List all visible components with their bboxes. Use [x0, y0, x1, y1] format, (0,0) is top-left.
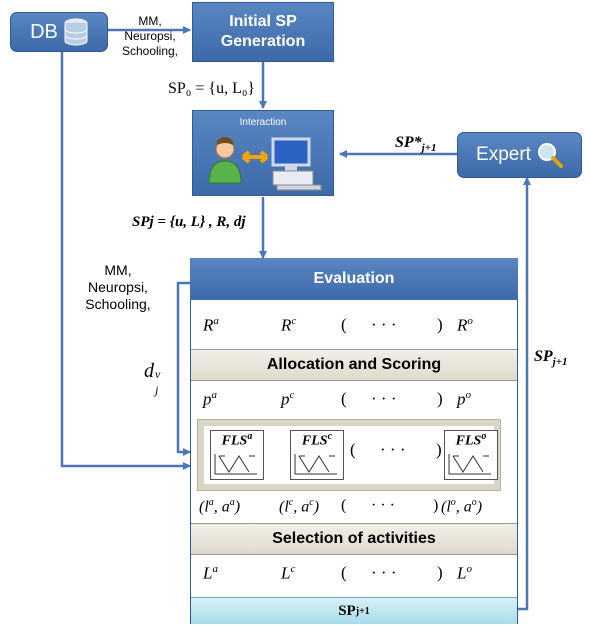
expert-label: Expert: [476, 144, 531, 165]
fls-c-box: FLSc: [290, 430, 344, 480]
la-row: (la, aa) (lc, ac) ( · · · ) (lo, ao): [199, 497, 483, 516]
database-icon: [64, 18, 88, 46]
arrow-dvj: [176, 281, 196, 456]
evaluation-header: Evaluation: [190, 258, 518, 300]
selection-band: Selection of activities: [191, 523, 517, 555]
sp-star-label: SP*j+1: [395, 134, 437, 155]
db-box: DB: [10, 12, 108, 52]
magnifier-icon: [537, 143, 563, 168]
interaction-label: Interaction: [239, 117, 287, 128]
p-row: pa pc ( · · · ) po: [203, 389, 471, 409]
allocation-band: Allocation and Scoring: [191, 349, 517, 381]
fls-o-box: FLSo: [444, 430, 498, 480]
evaluation-panel: Evaluation Ra Rc ( · · · ) Ro Allocation…: [190, 258, 518, 624]
dvj-label: d v j: [144, 360, 161, 397]
spj-label: SPj = {u, L} , R, dj: [132, 214, 246, 230]
inputs-left-label: MM, Neuropsi, Schooling,: [85, 262, 151, 312]
sp-next-right-label: SPj+1: [534, 348, 568, 369]
db-label: DB: [30, 20, 58, 43]
l-row: La Lc ( · · · ) Lo: [203, 563, 472, 583]
sp0-label: SP₀ = {u, L₀}: [168, 80, 256, 97]
expert-box: Expert: [457, 132, 582, 178]
user-computer-icon: [208, 137, 322, 191]
inputs-top-label: MM, Neuropsi, Schooling,: [121, 14, 179, 58]
r-row: Ra Rc ( · · · ) Ro: [203, 315, 473, 335]
arrow-db-to-fls: [60, 50, 191, 470]
fls-band: FLSa FLSc ( · · · ) FLSo: [197, 419, 501, 491]
arrow-sp-to-expert: [518, 177, 531, 611]
initial-sp-box: Initial SP Generation: [192, 2, 334, 62]
interaction-box: Interaction: [192, 110, 334, 196]
fls-a-box: FLSa: [210, 430, 264, 480]
